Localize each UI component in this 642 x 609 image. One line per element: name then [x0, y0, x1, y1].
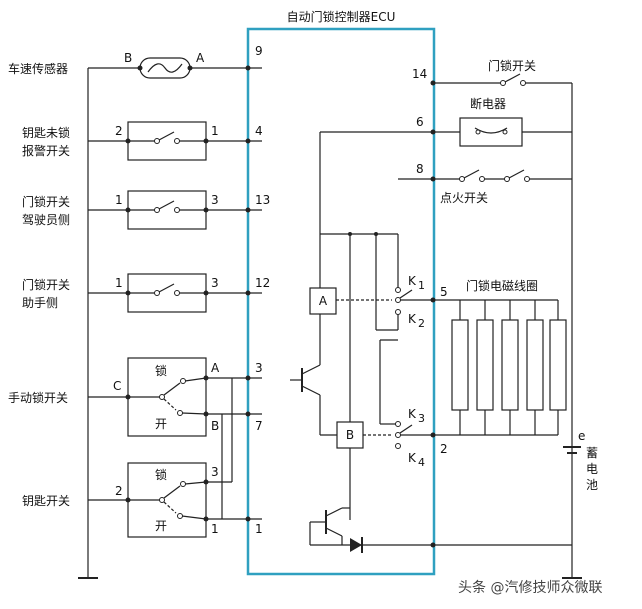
terminal-label: 13 — [255, 193, 270, 207]
terminal-label: 2 — [115, 124, 123, 138]
door-lock-coils — [451, 300, 567, 435]
terminal-label: 3 — [211, 276, 219, 290]
relay-b-label: B — [346, 428, 354, 442]
passenger-switch-label: 助手侧 — [22, 296, 58, 310]
key-warning-label: 报警开关 — [22, 143, 70, 158]
k2-label: K — [408, 312, 417, 326]
battery-e-label: e — [578, 429, 585, 443]
k3-label: K — [408, 407, 417, 421]
terminal-label: 3 — [211, 193, 219, 207]
passenger-switch-label: 门锁开关 — [22, 277, 70, 292]
battery-label: 池 — [586, 478, 598, 492]
open-text: 开 — [155, 519, 167, 533]
terminal-label: 3 — [211, 465, 219, 479]
terminal-label: 7 — [255, 419, 263, 433]
k4-sub: 4 — [418, 456, 425, 469]
terminal-label: 5 — [440, 285, 448, 299]
breaker-label: 断电器 — [470, 96, 506, 111]
terminal-label: B — [211, 419, 219, 433]
ecu-title: 自动门锁控制器ECU — [287, 9, 396, 24]
terminal-label: A — [196, 51, 205, 65]
relay-a-label: A — [319, 294, 328, 308]
terminal-label: 1 — [211, 522, 219, 536]
terminal-label: C — [113, 379, 121, 393]
terminal-label: 8 — [416, 162, 424, 176]
open-text: 开 — [155, 417, 167, 431]
terminal-label: 3 — [255, 361, 263, 375]
breaker-box — [459, 117, 523, 147]
battery-label: 蓄 — [586, 446, 598, 460]
terminal-label: 1 — [115, 193, 123, 207]
key-switch-label: 钥匙开关 — [22, 494, 70, 508]
terminal-label: 4 — [255, 124, 263, 138]
driver-switch-label: 门锁开关 — [22, 194, 70, 209]
lock-text: 锁 — [155, 467, 167, 482]
lock-text: 锁 — [155, 363, 167, 378]
terminal-label: 2 — [440, 442, 448, 456]
terminal-label: 1 — [115, 276, 123, 290]
relay-a — [309, 287, 337, 315]
key-warning-label: 钥匙未锁 — [22, 125, 70, 140]
coil-label: 门锁电磁线圈 — [466, 278, 538, 293]
watermark-text: 头条 @汽修技师众微联 — [458, 579, 602, 596]
terminal-label: 12 — [255, 276, 270, 290]
k2-sub: 2 — [418, 317, 425, 330]
k3-sub: 3 — [418, 412, 425, 425]
terminal-label: 6 — [416, 115, 424, 129]
terminal-label: 1 — [255, 522, 263, 536]
k4-label: K — [408, 451, 417, 465]
terminal-label: 1 — [211, 124, 219, 138]
battery-label: 电 — [586, 462, 598, 476]
k1-label: K — [408, 274, 417, 288]
speed-sensor-label: 车速传感器 — [8, 61, 68, 76]
terminal-label: 14 — [412, 67, 427, 81]
terminal-label: A — [211, 361, 220, 375]
door-lock-switch-label: 门锁开关 — [488, 58, 536, 73]
ecu-box — [246, 27, 436, 576]
terminal-label: B — [124, 51, 132, 65]
k1-sub: 1 — [418, 279, 425, 292]
terminal-label: 2 — [115, 484, 123, 498]
ignition-switch-label: 点火开关 — [440, 191, 488, 205]
manual-lock-label: 手动锁开关 — [8, 390, 68, 405]
terminal-label: 9 — [255, 44, 263, 58]
driver-switch-label: 驾驶员侧 — [22, 212, 70, 227]
